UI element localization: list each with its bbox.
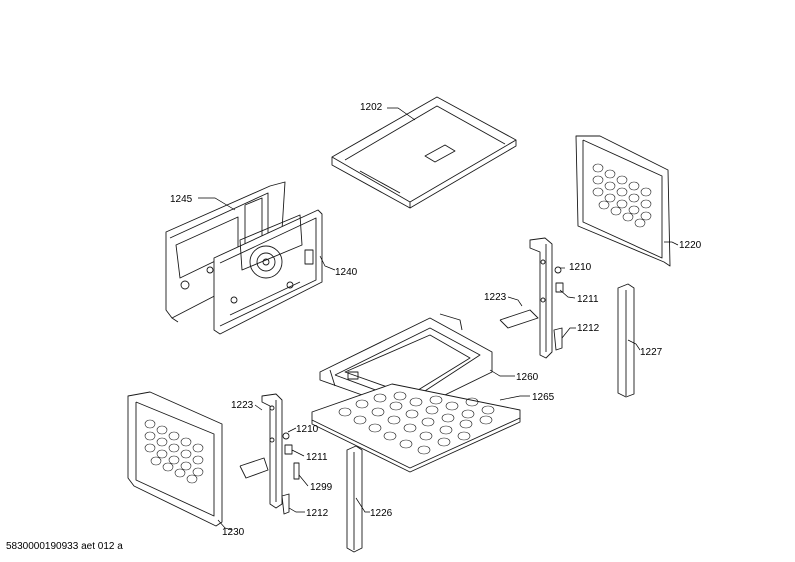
part-1210-screw-top bbox=[554, 266, 562, 274]
label-1223-top: 1223 bbox=[484, 292, 507, 303]
part-1230-left-side-wall bbox=[127, 391, 223, 527]
label-1212-top: 1212 bbox=[577, 323, 600, 334]
part-1223-right-rail bbox=[499, 237, 553, 359]
label-1227: 1227 bbox=[640, 347, 663, 358]
part-1211-clip-bottom bbox=[284, 444, 293, 455]
label-1211-top: 1211 bbox=[577, 294, 599, 305]
label-1211-bottom: 1211 bbox=[306, 452, 328, 463]
label-1223-bottom: 1223 bbox=[231, 400, 254, 411]
label-1220: 1220 bbox=[679, 240, 702, 251]
label-1210-top: 1210 bbox=[569, 262, 592, 273]
label-1245: 1245 bbox=[170, 194, 193, 205]
part-1265-bottom-plate bbox=[311, 383, 521, 473]
part-1211-clip-top bbox=[555, 282, 564, 293]
label-1240: 1240 bbox=[335, 267, 358, 278]
part-1226-vertical-strip bbox=[346, 445, 363, 553]
part-1212-bracket-top bbox=[553, 327, 563, 351]
part-1240-fan-panel bbox=[213, 209, 323, 335]
part-1299-small-part bbox=[293, 462, 300, 480]
part-1210-screw-bottom bbox=[282, 432, 290, 440]
part-labels: 1202 1245 1240 1220 1210 1223 1211 1212 … bbox=[170, 102, 702, 538]
label-1226: 1226 bbox=[370, 508, 393, 519]
label-1265: 1265 bbox=[532, 392, 555, 403]
part-1202-top-cover bbox=[331, 96, 517, 209]
label-1299: 1299 bbox=[310, 482, 333, 493]
part-1223-left-rail bbox=[239, 393, 283, 509]
label-1202: 1202 bbox=[360, 102, 383, 113]
part-1227-vertical-strip bbox=[617, 283, 635, 398]
label-1210-bottom: 1210 bbox=[296, 424, 319, 435]
document-code: 5830000190933 aet 012 a bbox=[6, 541, 123, 552]
part-1220-right-side-wall bbox=[575, 135, 671, 267]
label-1260: 1260 bbox=[516, 372, 539, 383]
label-1230: 1230 bbox=[222, 527, 245, 538]
part-1212-bracket-bottom bbox=[281, 493, 290, 515]
label-1212-bottom: 1212 bbox=[306, 508, 329, 519]
leader-lines bbox=[198, 107, 679, 531]
